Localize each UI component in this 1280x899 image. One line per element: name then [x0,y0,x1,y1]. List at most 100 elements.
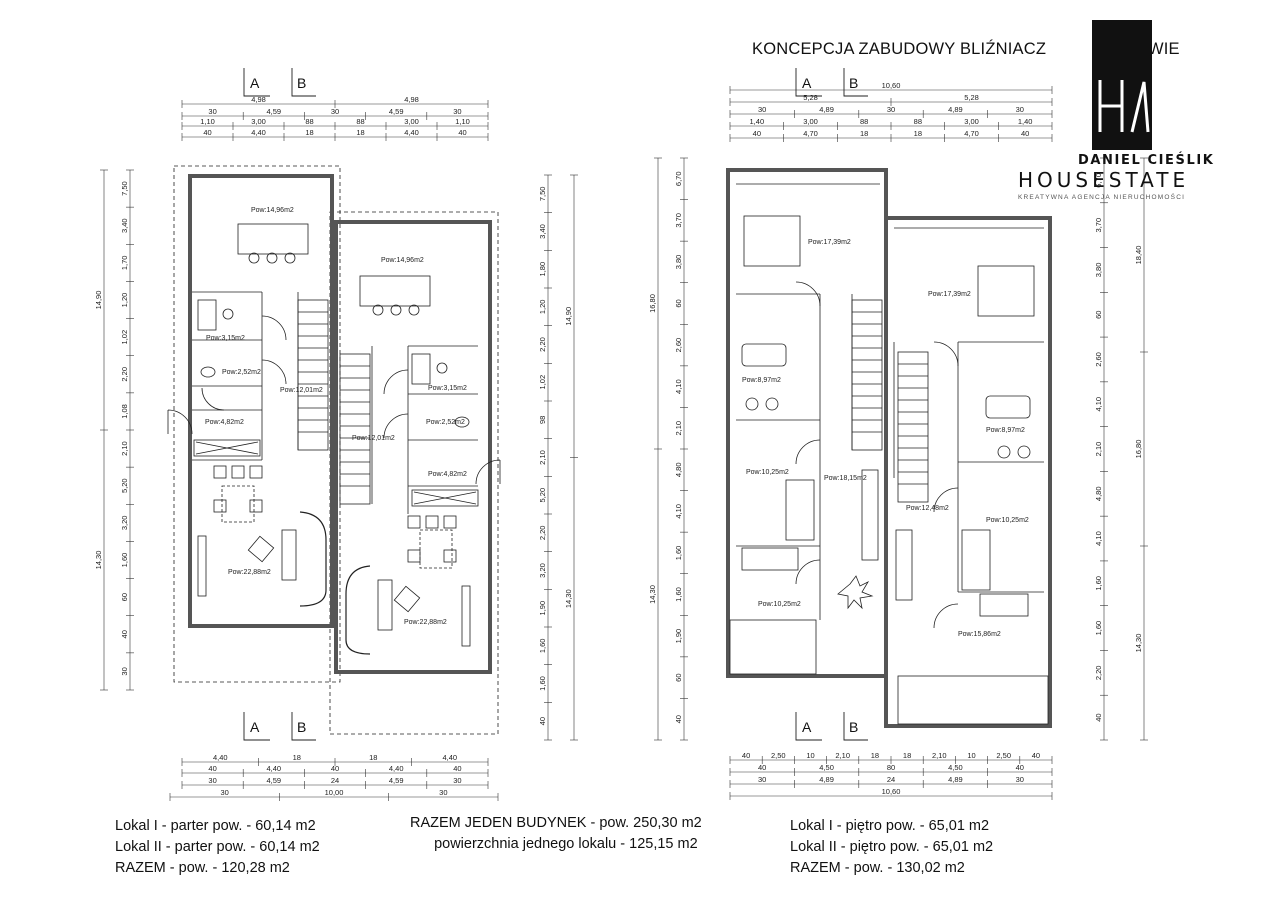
toilet [200,366,216,378]
ground-unit1-partitions [192,291,299,461]
dimension-label: 7,50 [120,181,129,196]
door-swing [201,387,225,411]
dimension-label: 3,80 [1094,263,1103,278]
dimension-label: 1,40 [750,117,765,126]
upper-unit2-stairs [897,351,929,503]
tv-unit [197,535,207,597]
section-markers [243,68,868,741]
chair [249,499,263,513]
washbasin [997,445,1011,459]
room-label: Pow:12,01m2 [280,387,323,394]
dimension-label: 2,20 [538,526,547,541]
dimension-label: 1,60 [120,553,129,568]
dimension-label: 1,60 [538,676,547,691]
chair [443,549,457,563]
dimension-label: 10 [806,751,814,760]
ground-unit1-stairs [297,299,329,451]
dimension-label: 10,00 [325,788,344,797]
section-labels: A B A B A B A B [250,75,858,735]
room-label: Pow:10,25m2 [986,517,1029,524]
entrance-door [475,459,501,485]
stool [266,252,278,264]
dimension-label: 30 [208,107,216,116]
dimension-label: 1,08 [120,404,129,419]
dimension-label: 7,50 [538,187,547,202]
dimension-label: 3,00 [964,117,979,126]
dimension-label: 1,60 [1094,576,1103,591]
dimension-label: 16,80 [1134,440,1143,459]
door-swing [933,487,959,513]
dimension-label: 40 [758,763,766,772]
dimension-label: 30 [1016,775,1024,784]
stool [248,252,260,264]
upper-unit1-walls [726,168,888,678]
chair [425,515,439,529]
dimension-label: 4,40 [404,128,419,137]
dimension-label: 2,20 [120,367,129,382]
section-b-label: B [297,719,306,735]
dimension-label: 10,60 [882,81,901,90]
upper-unit2-partitions [893,227,1044,593]
summary-line: RAZEM - pow. - 120,28 m2 [115,860,290,876]
dimension-label: 40 [753,129,761,138]
door-swing [933,341,959,367]
summary-line: powierzchnia jednego lokalu - 125,15 m2 [434,836,698,852]
room-label: Pow:22,88m2 [404,619,447,626]
dimension-label: 60 [674,673,683,681]
chair [213,465,227,479]
washbasin [765,397,779,411]
dimension-label: 4,40 [213,753,228,762]
section-b-label: B [849,75,858,91]
dimension-label: 2,10 [538,450,547,465]
dimension-label: 18 [871,751,879,760]
dimension-label: 2,60 [1094,352,1103,367]
dimension-label: 18 [860,129,868,138]
dimension-label: 4,98 [251,95,266,104]
summary-line: Lokal II - piętro pow. - 65,01 m2 [790,839,994,855]
room-label: Pow:8,97m2 [986,427,1025,434]
room-label: Pow:2,52m2 [426,419,465,426]
upper-floor-plan [726,168,1052,728]
dimension-label: 1,02 [120,330,129,345]
dimension-label: 40 [203,128,211,137]
dimension-label: 40 [453,764,461,773]
section-b-label: B [297,75,306,91]
room-label: Pow:12,48m2 [906,505,949,512]
dimension-label: 2,10 [932,751,947,760]
section-a-label: A [802,75,812,91]
upper-unit2-bed [977,265,1035,317]
coffee-table [281,529,297,581]
wardrobe [861,469,879,561]
dimension-label: 14,30 [1134,634,1143,653]
section-a-label: A [250,75,260,91]
shower [197,299,217,331]
bed [979,593,1029,617]
chair [443,515,457,529]
dimension-label: 4,50 [819,763,834,772]
door-swing [383,369,409,395]
section-marker-top-left [243,68,316,97]
dimension-label: 1,70 [120,256,129,271]
dimension-label: 40 [674,715,683,723]
drawing-title-main: KONCEPCJA ZABUDOWY BLIŹNIACZ [752,40,1047,58]
dimension-label: 4,70 [803,129,818,138]
dimension-label: 14,90 [564,307,573,326]
chair [407,515,421,529]
dimension-label: 2,10 [835,751,850,760]
dimension-label: 30 [453,107,461,116]
room-label: Pow:17,39m2 [928,291,971,298]
ground-unit1-sofa [299,511,327,607]
ground-unit2-walls [334,220,492,674]
dimension-label: 4,80 [674,462,683,477]
ground-unit1-walls [188,174,334,628]
dimension-label: 40 [120,630,129,638]
ground-unit2-partitions [371,345,478,514]
chair [249,465,263,479]
dimension-label: 5,20 [538,488,547,503]
upper-unit1-stairs [851,299,883,451]
dimension-label: 2,10 [674,421,683,436]
wardrobe [411,489,479,507]
dimension-label: 88 [860,117,868,126]
dimension-label: 98 [538,416,547,424]
dimension-label: 24 [331,776,339,785]
